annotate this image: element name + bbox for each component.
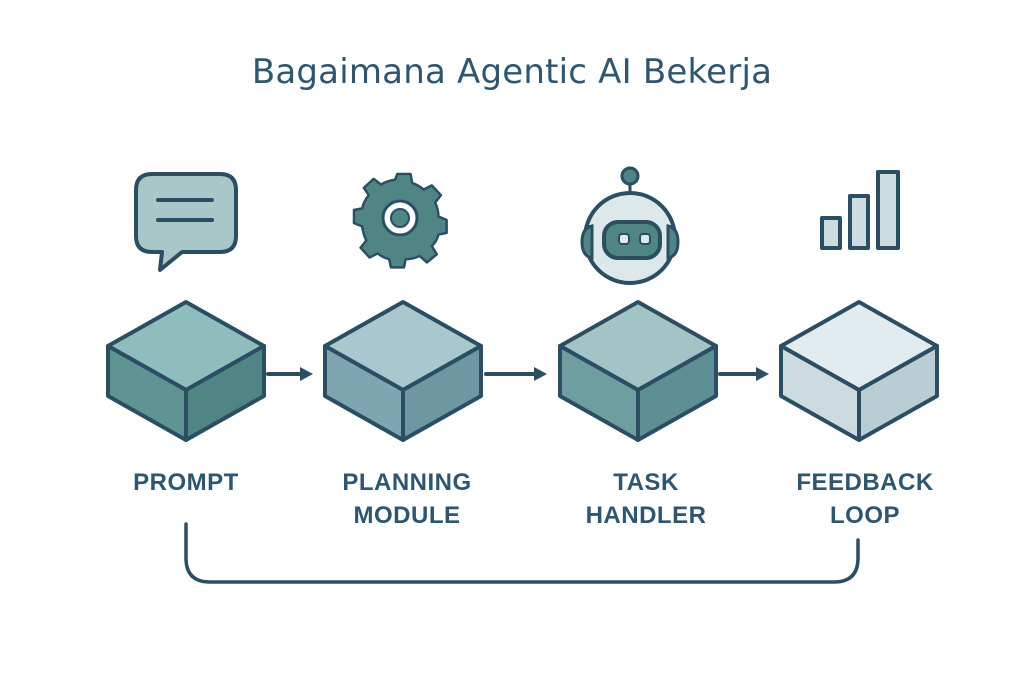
- arrow-task-to-feedback: [718, 367, 769, 381]
- cube-planning-module: [323, 300, 483, 442]
- speech-bubble-icon: [134, 172, 238, 272]
- gear-icon: [352, 172, 448, 269]
- step-label-planning-module: PLANNING MODULE: [342, 469, 472, 529]
- bar-chart-icon: [820, 170, 900, 250]
- arrow-prompt-to-planning: [266, 367, 313, 381]
- cube-prompt: [106, 300, 266, 442]
- step-label-prompt: PROMPT: [133, 469, 239, 496]
- step-label-task-handler: TASK HANDLER: [585, 469, 707, 529]
- step-label-feedback-loop: FEEDBACK LOOP: [796, 469, 934, 529]
- cube-feedback-loop: [779, 300, 939, 442]
- arrow-planning-to-task: [484, 367, 547, 381]
- cube-task-handler: [558, 300, 718, 442]
- robot-head-icon: [580, 166, 680, 285]
- feedback-loop-connector: [184, 522, 860, 584]
- diagram-title: Bagaimana Agentic AI Bekerja: [251, 52, 773, 92]
